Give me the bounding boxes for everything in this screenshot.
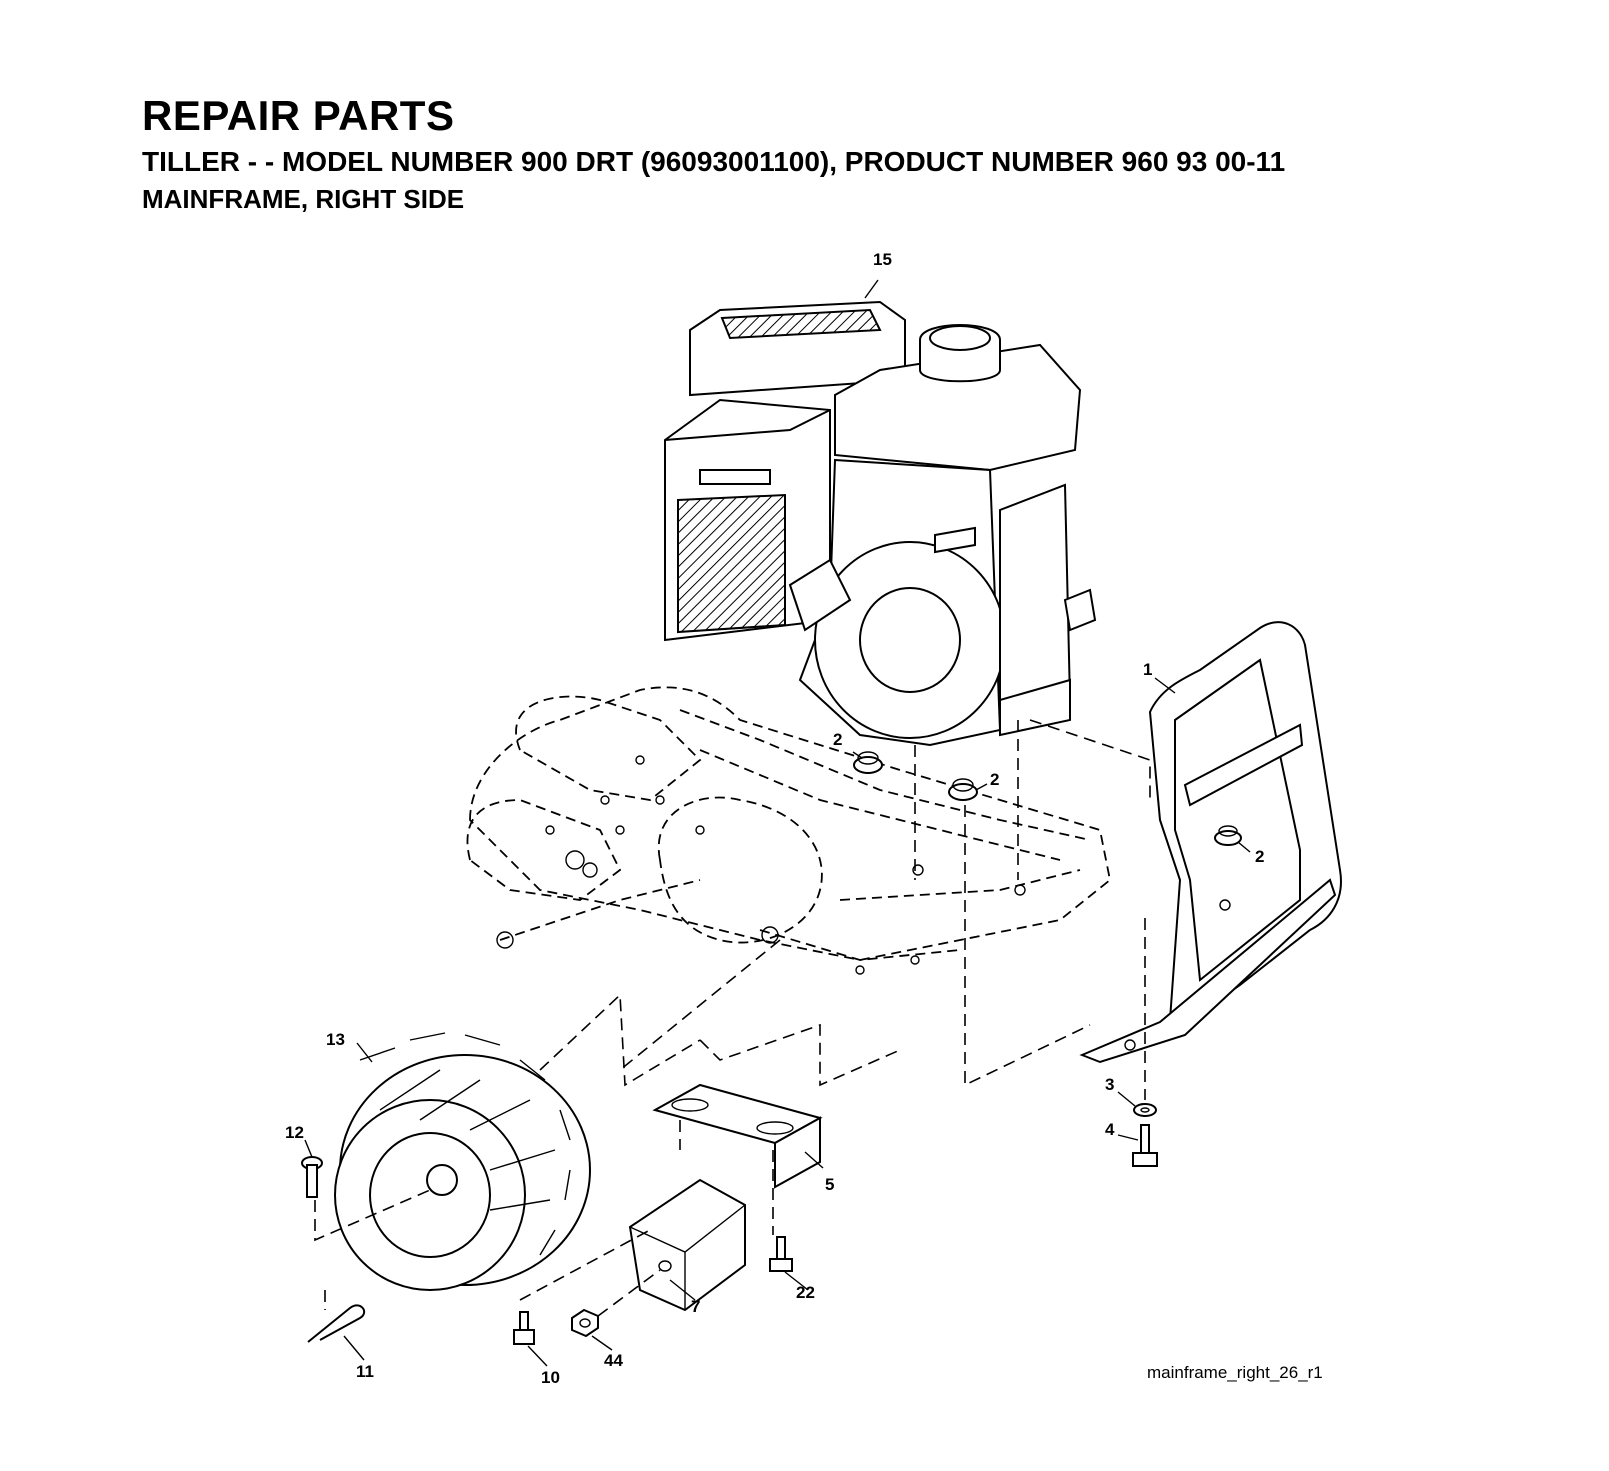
callout-bracket-bolt: 22 bbox=[796, 1283, 815, 1302]
engine-grille bbox=[699, 469, 771, 485]
wheel-weight bbox=[628, 1178, 746, 1312]
callout-nut-b: 2 bbox=[990, 770, 999, 789]
tire-wheel bbox=[334, 1032, 591, 1291]
washer bbox=[1133, 1103, 1157, 1117]
clevis-pin bbox=[301, 1156, 323, 1198]
page-title: REPAIR PARTS bbox=[142, 92, 455, 139]
bracket-bolt bbox=[769, 1236, 793, 1272]
callout-bumper-bolt: 4 bbox=[1105, 1120, 1115, 1139]
engine bbox=[664, 300, 1097, 747]
bumper bbox=[1079, 621, 1342, 1064]
callout-nut-a: 2 bbox=[833, 730, 842, 749]
flange-nut-a bbox=[853, 751, 883, 774]
mainframe-phantom bbox=[466, 686, 1111, 975]
hex-nut bbox=[571, 1308, 599, 1338]
flange-nut-c bbox=[1214, 825, 1242, 846]
flange-nut-b bbox=[948, 778, 978, 801]
hairpin-clip bbox=[307, 1304, 366, 1343]
callout-weight: 7 bbox=[691, 1297, 700, 1316]
bumper-bolt bbox=[1132, 1124, 1158, 1167]
callout-bracket: 5 bbox=[825, 1175, 834, 1194]
weight-bolt bbox=[513, 1311, 535, 1345]
alignment-lines bbox=[314, 719, 1151, 1317]
callout-hex-nut: 44 bbox=[604, 1351, 623, 1370]
callout-pin: 12 bbox=[285, 1123, 304, 1142]
callout-labels: 15 1 2 2 2 3 4 5 7 22 13 12 11 10 44 bbox=[285, 250, 1264, 1387]
callout-hairpin: 11 bbox=[356, 1362, 374, 1381]
callout-nut-c: 2 bbox=[1255, 847, 1264, 866]
callout-engine: 15 bbox=[873, 250, 892, 269]
weight-bracket bbox=[652, 1083, 823, 1189]
callout-washer: 3 bbox=[1105, 1075, 1114, 1094]
callout-leaders bbox=[304, 279, 1251, 1367]
header: REPAIR PARTS TILLER - - MODEL NUMBER 900… bbox=[142, 92, 1285, 214]
figure-id: mainframe_right_26_r1 bbox=[1147, 1363, 1323, 1382]
section-title: MAINFRAME, RIGHT SIDE bbox=[142, 184, 465, 214]
model-subtitle: TILLER - - MODEL NUMBER 900 DRT (9609300… bbox=[142, 146, 1286, 177]
callout-bumper: 1 bbox=[1143, 660, 1152, 679]
callout-wheel: 13 bbox=[326, 1030, 345, 1049]
callout-weight-bolt: 10 bbox=[541, 1368, 560, 1387]
